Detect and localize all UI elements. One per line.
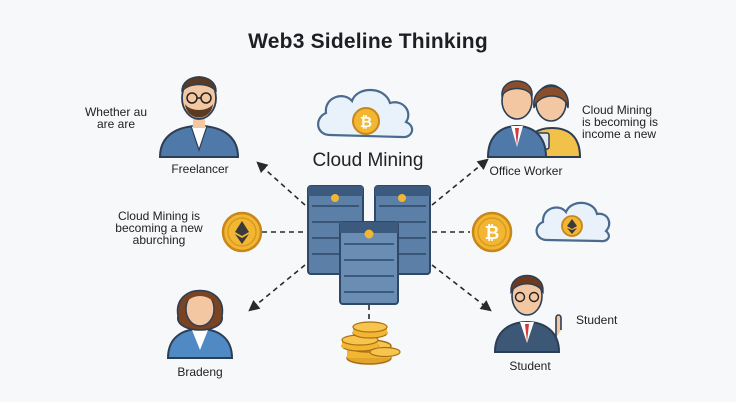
svg-text:₿: ₿	[485, 223, 500, 244]
left-note-line-2: becoming a new	[115, 221, 203, 235]
office-worker-note-line-2: is becoming is	[582, 115, 659, 129]
student-label: Student	[509, 359, 551, 373]
arrow-to-freelancer	[256, 161, 306, 206]
office-worker-note-line-1: Cloud Mining	[582, 103, 653, 117]
arrow-to-bradeng	[248, 264, 306, 312]
cloud-ethereum-icon	[535, 201, 611, 243]
office-worker-note-line-3: income a new	[582, 127, 657, 141]
freelancer-label: Freelancer	[171, 162, 229, 176]
connector-lines	[248, 158, 492, 323]
ethereum-coin-icon	[221, 211, 263, 253]
student-avatar	[493, 275, 562, 353]
bradeng-avatar	[166, 289, 234, 359]
cloud-bitcoin-icon: ₿	[317, 88, 414, 139]
arrow-to-student	[431, 264, 492, 312]
student-side-label: Student	[576, 313, 618, 327]
freelancer-note-line-1: Whether au	[84, 105, 148, 119]
svg-text:₿: ₿	[360, 113, 372, 131]
office-worker-label: Office Worker	[489, 164, 563, 178]
arrow-to-office-worker	[431, 158, 489, 206]
left-note-line-3: aburching	[132, 233, 186, 247]
freelancer-note-line-2: are are	[96, 117, 136, 131]
diagram-title: Web3 Sideline Thinking	[248, 30, 488, 53]
bitcoin-coin-icon: ₿	[471, 211, 513, 253]
server-stack-icon	[307, 185, 431, 305]
office-worker-avatar	[486, 80, 582, 158]
bradeng-label: Bradeng	[177, 365, 223, 379]
coin-stack-icon	[341, 321, 401, 365]
center-label: Cloud Mining	[312, 150, 424, 171]
server-rack-front	[339, 221, 399, 305]
office-worker-note: Cloud Mining is becoming is income a new	[582, 104, 672, 140]
freelancer-note: Whether au are are	[76, 106, 156, 130]
freelancer-avatar	[158, 76, 240, 158]
left-note-line-1: Cloud Mining is	[117, 209, 201, 223]
left-note: Cloud Mining is becoming a new aburching	[102, 210, 216, 246]
